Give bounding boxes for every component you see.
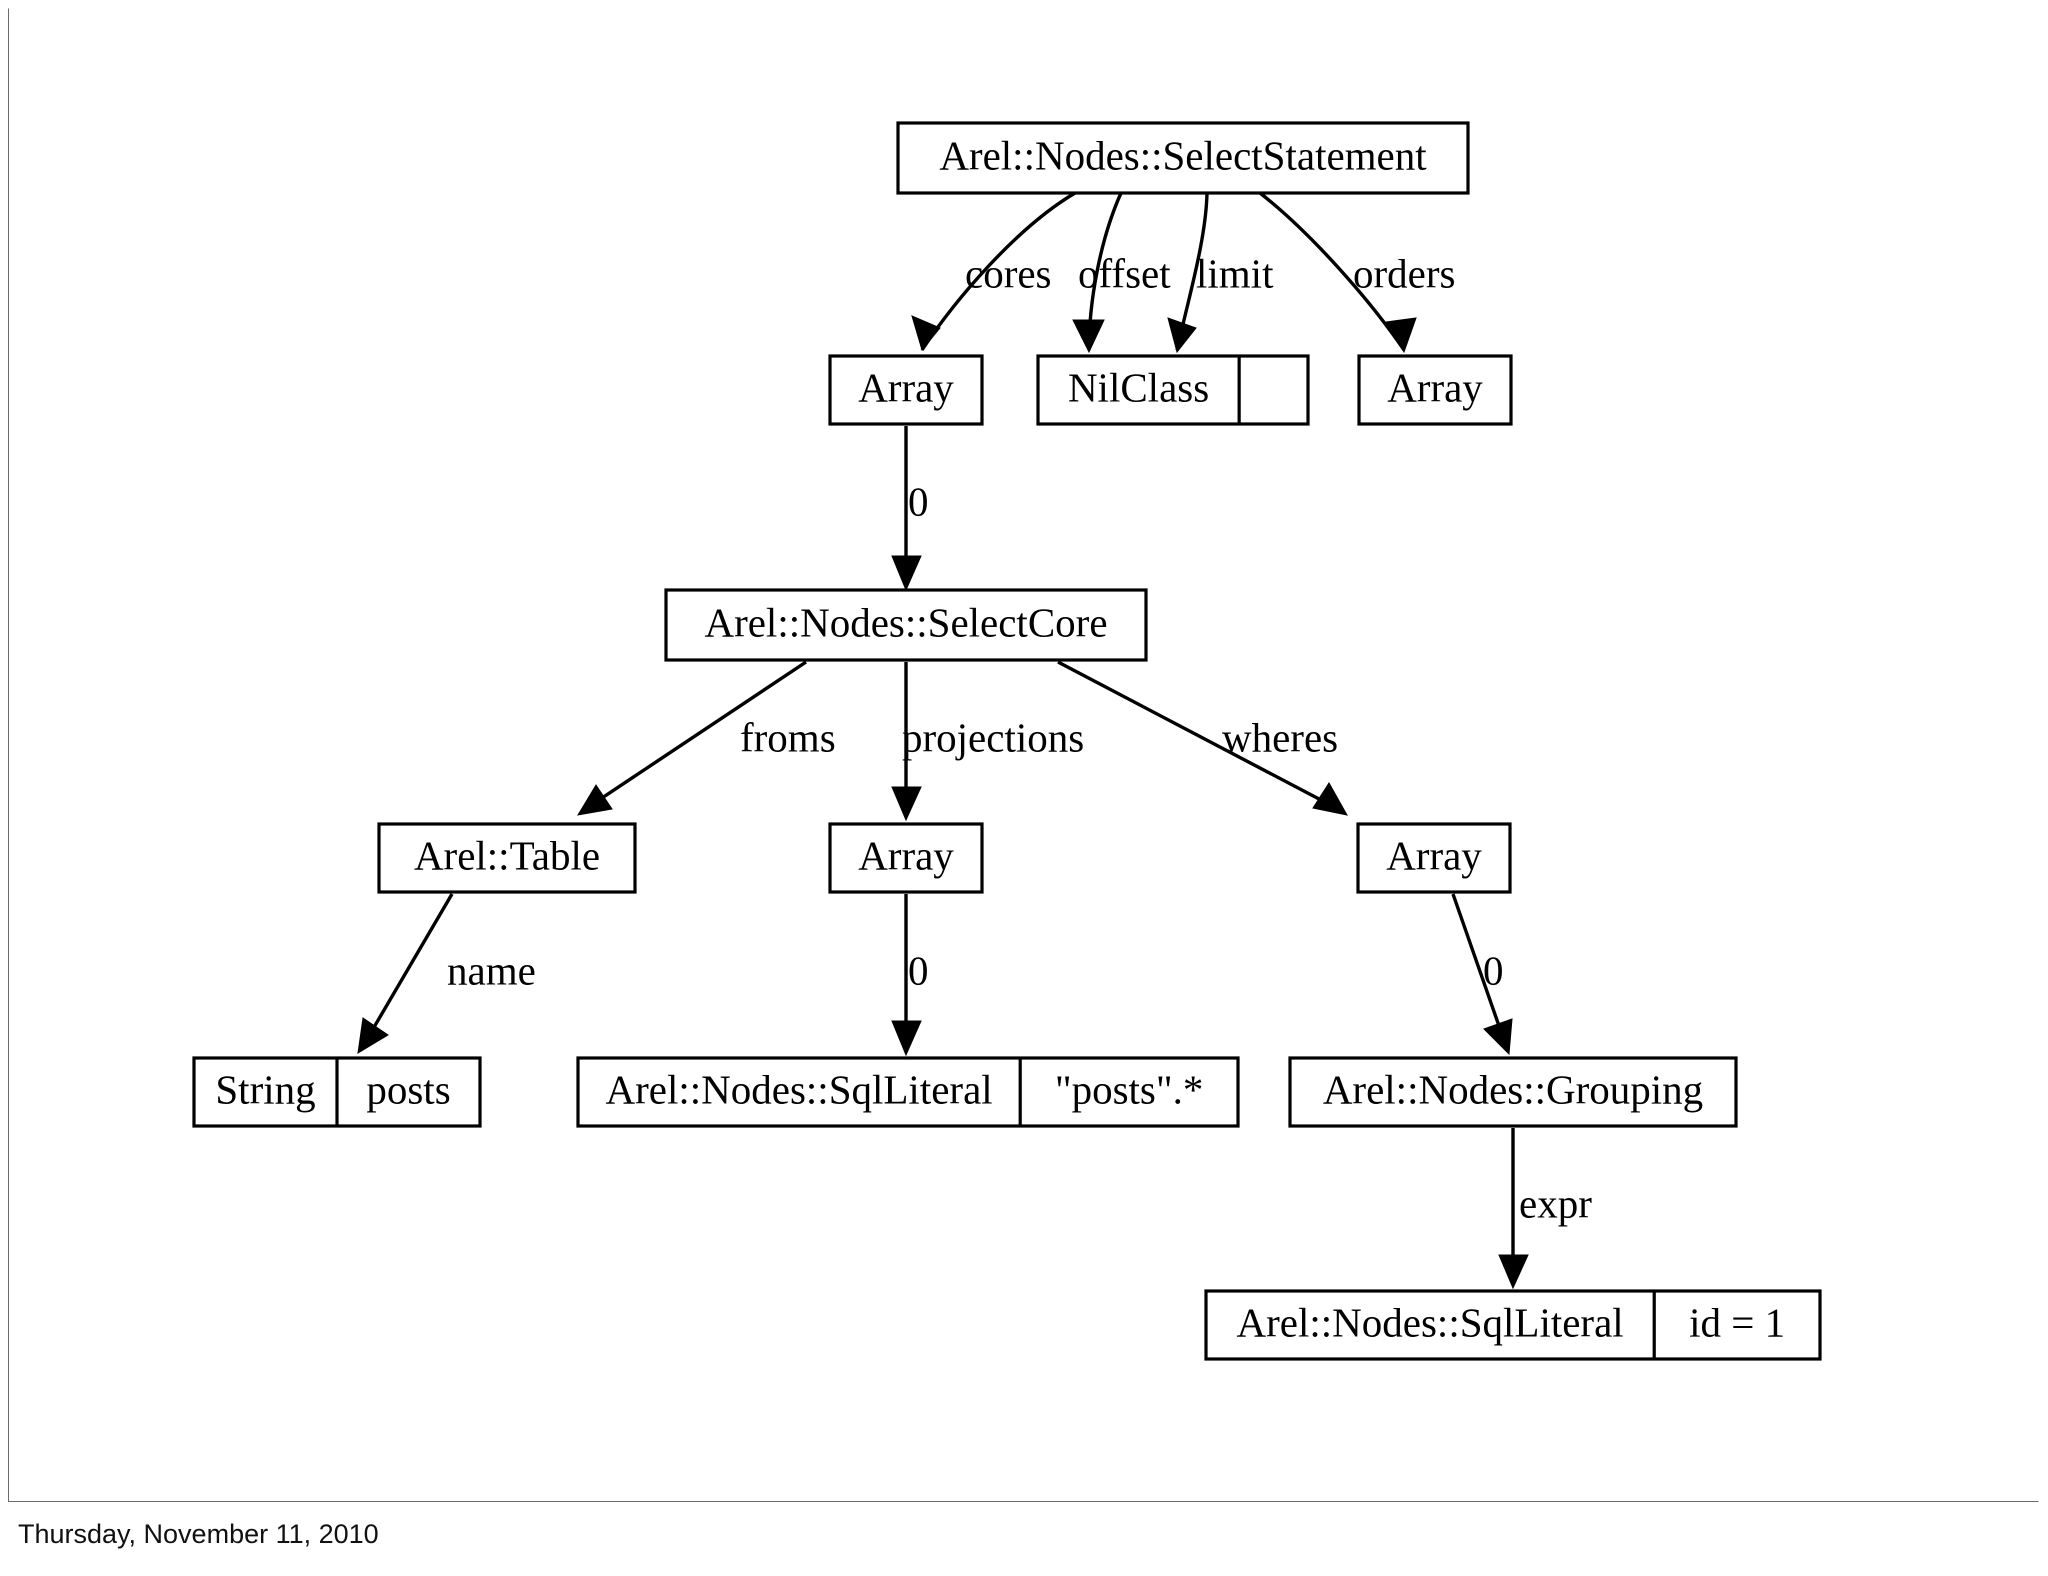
arrowhead-icon xyxy=(1498,1254,1529,1290)
node-box xyxy=(1288,1056,1738,1128)
node-box xyxy=(1204,1289,1822,1361)
node-box xyxy=(576,1056,1240,1128)
arrowhead-icon xyxy=(577,784,613,816)
node-box xyxy=(896,121,1470,195)
edge-label-expr: expr xyxy=(1519,1180,1592,1226)
arrowhead-icon xyxy=(891,1020,922,1057)
edges-layer xyxy=(357,191,1529,1290)
node-label-value: id = 1 xyxy=(1689,1299,1785,1345)
node-label-primary: Arel::Nodes::SelectStatement xyxy=(939,132,1427,178)
node-string_posts[interactable]: String posts xyxy=(192,1056,482,1128)
node-label-primary: Arel::Nodes::SelectCore xyxy=(704,599,1107,645)
arrowhead-icon xyxy=(1167,317,1197,354)
node-sqlliteral_posts[interactable]: Arel::Nodes::SqlLiteral "posts".* xyxy=(576,1056,1240,1128)
node-label-primary: NilClass xyxy=(1068,364,1209,410)
edge-label-wheres: wheres xyxy=(1222,714,1338,760)
node-label-primary: Array xyxy=(1386,832,1482,878)
node-label-primary: Arel::Nodes::SqlLiteral xyxy=(1237,1299,1624,1345)
edge-label-0: 0 xyxy=(908,947,929,993)
edge-n_select_core-to-n_array_wheres xyxy=(1057,660,1341,812)
node-arel_table[interactable]: Arel::Table xyxy=(377,822,637,894)
edge-n_array_wheres-to-n_grouping xyxy=(1451,893,1508,1047)
node-label-primary: Arel::Nodes::SqlLiteral xyxy=(606,1066,993,1112)
edge-label-offset: offset xyxy=(1078,250,1171,296)
node-label-primary: Array xyxy=(858,364,954,410)
node-array_cores[interactable]: Array xyxy=(828,354,984,426)
edge-label-limit: limit xyxy=(1196,250,1274,296)
node-label-primary: Arel::Nodes::Grouping xyxy=(1323,1066,1703,1112)
edge-label-0: 0 xyxy=(908,478,929,524)
node-select_statement[interactable]: Arel::Nodes::SelectStatement xyxy=(896,121,1470,195)
edge-label-cores: cores xyxy=(965,250,1052,296)
node-nilclass[interactable]: NilClass xyxy=(1036,354,1310,426)
edge-label-0: 0 xyxy=(1483,947,1504,993)
arrowhead-icon xyxy=(891,786,922,822)
edge-n_select_statement-to-n_array_orders xyxy=(1258,191,1406,351)
node-label-primary: Array xyxy=(858,832,954,878)
arrowhead-icon xyxy=(1483,1018,1513,1056)
node-label-value: posts xyxy=(366,1066,450,1112)
footer-date: Thursday, November 11, 2010 xyxy=(18,1519,379,1549)
node-label-primary: Array xyxy=(1387,364,1483,410)
node-box xyxy=(377,822,637,894)
edge-n_select_core-to-n_arel_table xyxy=(583,660,807,812)
node-box xyxy=(664,588,1148,662)
arrowhead-icon xyxy=(1385,317,1417,354)
edge-n_arel_table-to-n_string_posts xyxy=(361,893,454,1047)
node-box xyxy=(1356,822,1512,894)
arrowhead-icon xyxy=(1312,782,1348,816)
node-grouping[interactable]: Arel::Nodes::Grouping xyxy=(1288,1056,1738,1128)
node-box xyxy=(828,822,984,894)
node-sqlliteral_id[interactable]: Arel::Nodes::SqlLiteral id = 1 xyxy=(1204,1289,1822,1361)
node-array_projections[interactable]: Array xyxy=(828,822,984,894)
node-label-primary: Arel::Table xyxy=(414,832,600,878)
node-array_orders[interactable]: Array xyxy=(1357,354,1513,426)
node-select_core[interactable]: Arel::Nodes::SelectCore xyxy=(664,588,1148,662)
edge-label-orders: orders xyxy=(1353,250,1455,296)
node-array_wheres[interactable]: Array xyxy=(1356,822,1512,894)
edge-label-name: name xyxy=(447,947,536,993)
arrowhead-icon xyxy=(1072,319,1105,354)
node-label-primary: String xyxy=(215,1066,315,1112)
arrowhead-icon xyxy=(911,315,941,352)
arrowhead-icon xyxy=(357,1017,389,1054)
node-box xyxy=(1036,354,1310,426)
node-box xyxy=(1357,354,1513,426)
arrowhead-icon xyxy=(891,555,922,592)
edge-labels-layer: cores offset limit orders 0 froms projections w… xyxy=(447,250,1592,1226)
node-box xyxy=(828,354,984,426)
edge-label-froms: froms xyxy=(740,714,836,760)
edge-label-projections: projections xyxy=(902,714,1084,760)
page-border xyxy=(8,8,2039,1502)
node-label-value: "posts".* xyxy=(1055,1066,1204,1112)
